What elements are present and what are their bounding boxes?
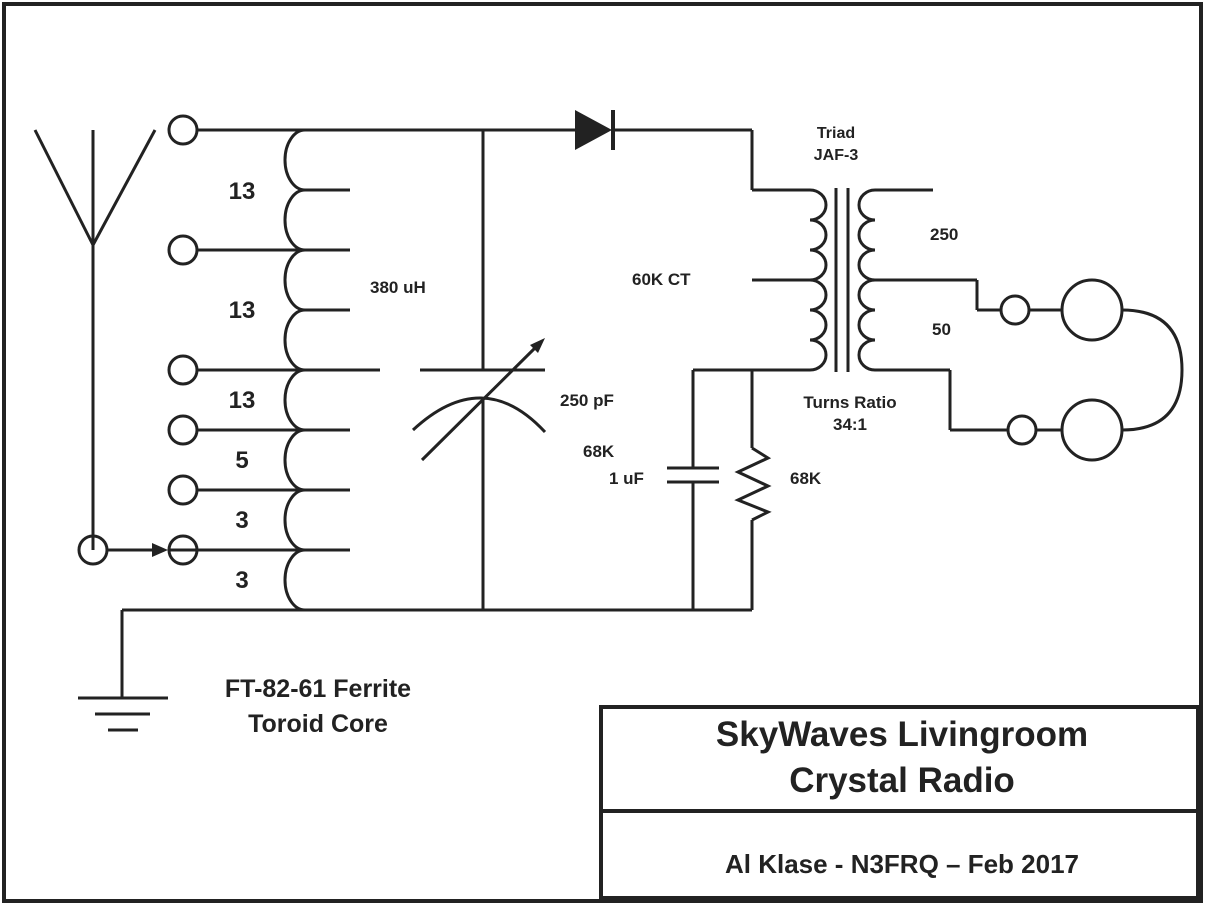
transformer-primary-coil xyxy=(809,188,828,372)
filter-cap-label-line2: 1 uF xyxy=(609,469,644,488)
transformer-name-line1: Triad xyxy=(817,125,855,142)
top-rail xyxy=(305,128,810,192)
tapped-coil xyxy=(283,128,306,612)
tap-terminal-4[interactable] xyxy=(167,414,199,446)
author-line: Al Klase - N3FRQ – Feb 2017 xyxy=(725,849,1079,879)
antenna-icon xyxy=(33,129,157,550)
capacitor-value-label: 250 pF xyxy=(560,391,614,410)
title-block xyxy=(599,705,1200,900)
core-label-line1: FT-82-61 Ferrite xyxy=(225,675,411,703)
resistor-icon xyxy=(734,370,772,610)
tap-selector-arrow xyxy=(107,543,168,557)
core-label-line2: Toroid Core xyxy=(248,710,388,738)
tap-leads xyxy=(169,128,380,552)
tap-terminal-5[interactable] xyxy=(167,474,199,506)
tap-turns-6: 3 xyxy=(235,567,248,594)
variable-capacitor-icon xyxy=(411,130,547,610)
tap-turns-5: 3 xyxy=(235,507,248,534)
transformer-name-line2: JAF-3 xyxy=(814,147,859,164)
transformer-secondary-bottom-label: 50 xyxy=(932,320,951,339)
resistor-label: 68K xyxy=(790,469,822,488)
title-line1: SkyWaves Livingroom xyxy=(716,715,1088,754)
turns-ratio-line1: Turns Ratio xyxy=(803,393,896,412)
filter-cap-label-line1: 68K xyxy=(583,442,615,461)
transformer-core xyxy=(834,188,850,372)
output-terminal-1[interactable] xyxy=(999,294,1031,326)
title-line2: Crystal Radio xyxy=(789,761,1015,800)
tap-terminal-2[interactable] xyxy=(167,234,199,266)
tap-turns-1: 13 xyxy=(229,178,256,205)
tap-terminal-1[interactable] xyxy=(167,114,199,146)
transformer-primary-label: 60K CT xyxy=(632,270,691,289)
tap-turns-4: 5 xyxy=(235,447,248,474)
transformer-secondary-coil xyxy=(857,188,876,372)
tap-turns-2: 13 xyxy=(229,297,256,324)
headphones-icon xyxy=(1029,278,1184,462)
capacitor-icon xyxy=(667,370,719,610)
coil-inductance-label: 380 uH xyxy=(370,278,426,297)
diode-icon xyxy=(575,110,615,150)
tap-terminal-3[interactable] xyxy=(167,354,199,386)
turns-ratio-line2: 34:1 xyxy=(833,415,867,434)
ground-rail xyxy=(120,608,752,698)
transformer-secondary-top-label: 250 xyxy=(930,225,958,244)
tap-turns-3: 13 xyxy=(229,387,256,414)
output-terminal-2[interactable] xyxy=(1006,414,1038,446)
ground-icon xyxy=(78,696,168,732)
